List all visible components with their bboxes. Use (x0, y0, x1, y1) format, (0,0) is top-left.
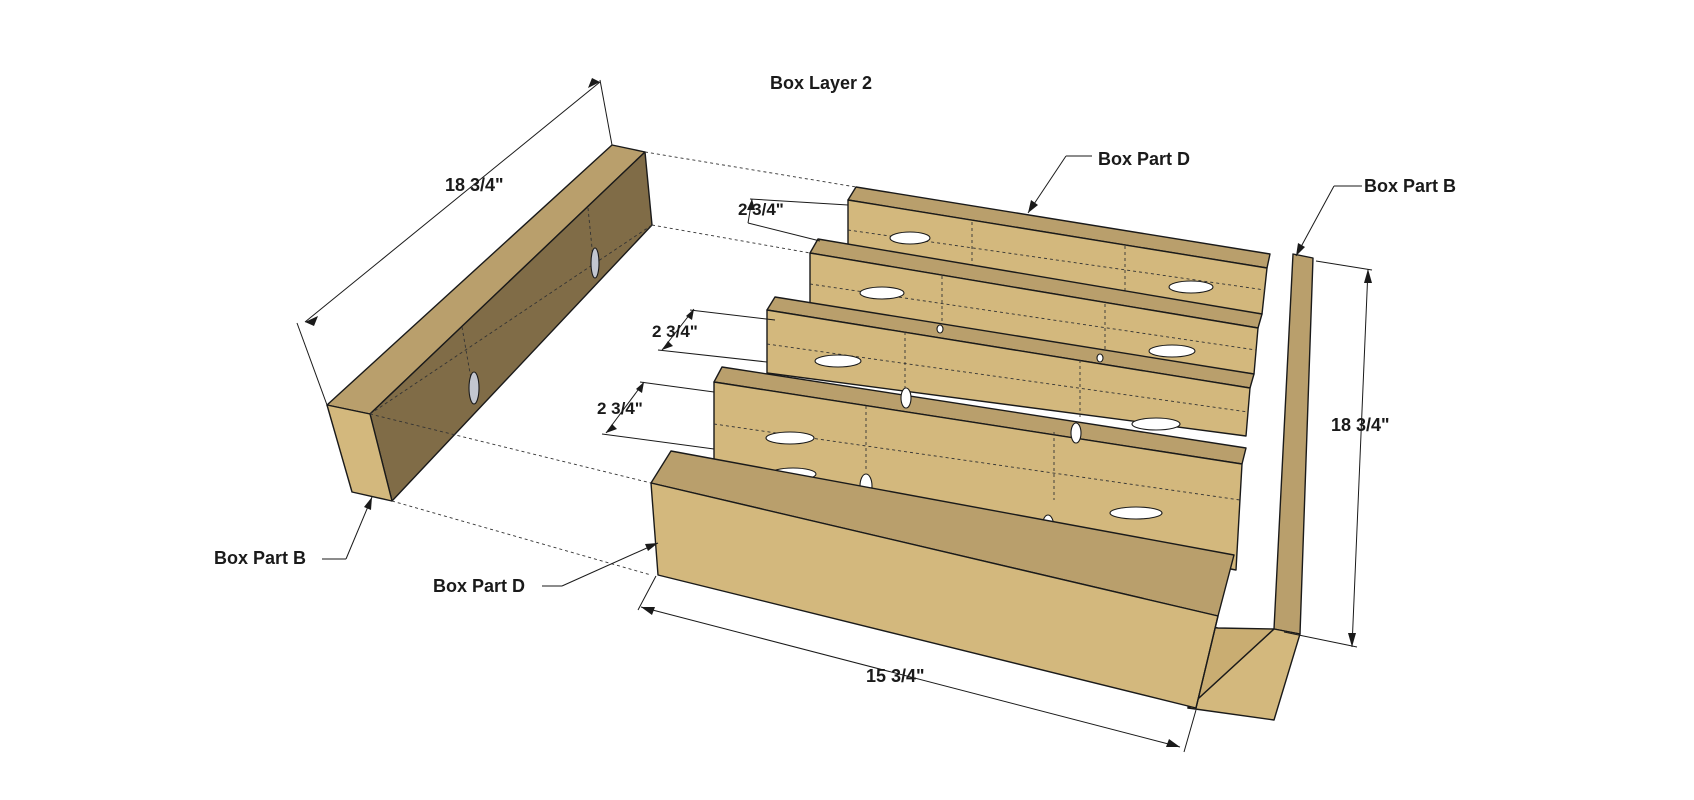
dimension-spacing-1 (747, 198, 849, 242)
box-part-b-left (326, 144, 653, 502)
dimension-text-spacing-2: 2 3/4" (652, 322, 698, 341)
box-part-d-board-1 (847, 186, 1271, 315)
dimension-left-length (296, 78, 613, 406)
box-part-d-board-3 (766, 296, 1255, 437)
dimension-bottom-length (637, 575, 1197, 753)
leader-part-d-bottom (542, 542, 659, 587)
label-box-part-b-left: Box Part B (214, 548, 306, 568)
leader-part-d-top (1027, 155, 1092, 214)
leader-part-b-left (322, 496, 373, 560)
dimension-text-bottom: 15 3/4" (866, 666, 925, 686)
dimension-text-spacing-1: 2 3/4" (738, 200, 784, 219)
label-box-part-d-bottom: Box Part D (433, 576, 525, 596)
label-box-part-d-top: Box Part D (1098, 149, 1190, 169)
projection-lines (369, 151, 857, 576)
leader-part-b-right (1295, 185, 1362, 257)
box-part-d-board-4 (713, 366, 1247, 571)
dimension-text-spacing-3: 2 3/4" (597, 399, 643, 418)
diagram-title: Box Layer 2 (770, 73, 872, 93)
dimension-spacing-2 (657, 308, 776, 363)
dimension-text-left: 18 3/4" (445, 175, 504, 195)
dimension-spacing-3 (601, 381, 715, 450)
label-box-part-b-right: Box Part B (1364, 176, 1456, 196)
dimension-right-length (1283, 260, 1373, 648)
dimension-text-right: 18 3/4" (1331, 415, 1390, 435)
